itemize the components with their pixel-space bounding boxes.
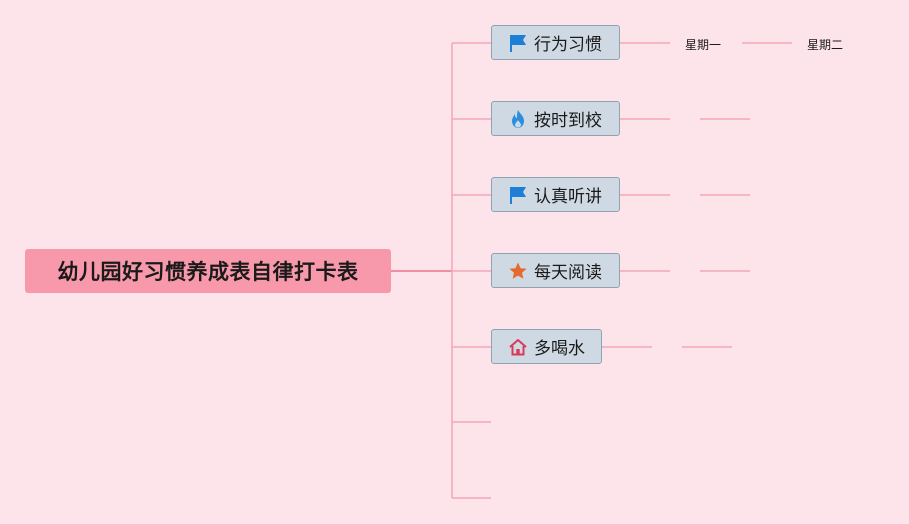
flag-icon (508, 33, 528, 53)
day-label-monday[interactable]: 星期一 (685, 38, 722, 52)
branch-on-time[interactable]: 按时到校 (491, 101, 620, 136)
branch-listen-carefully[interactable]: 认真听讲 (491, 177, 620, 212)
branch-label: 按时到校 (534, 111, 602, 131)
branch-label: 多喝水 (534, 339, 585, 359)
root-title: 幼儿园好习惯养成表自律打卡表 (57, 260, 359, 284)
flag-icon (508, 185, 528, 205)
fire-icon (508, 109, 528, 129)
day-label-tuesday[interactable]: 星期二 (807, 38, 844, 52)
branch-behavior-habits[interactable]: 行为习惯 (491, 25, 620, 60)
home-icon (508, 337, 528, 357)
branch-label: 认真听讲 (534, 187, 602, 207)
root-topic[interactable]: 幼儿园好习惯养成表自律打卡表 (25, 249, 391, 293)
branch-drink-water[interactable]: 多喝水 (491, 329, 602, 364)
star-icon (508, 261, 528, 281)
branch-label: 每天阅读 (534, 263, 602, 283)
branch-label: 行为习惯 (534, 35, 602, 55)
branch-daily-reading[interactable]: 每天阅读 (491, 253, 620, 288)
